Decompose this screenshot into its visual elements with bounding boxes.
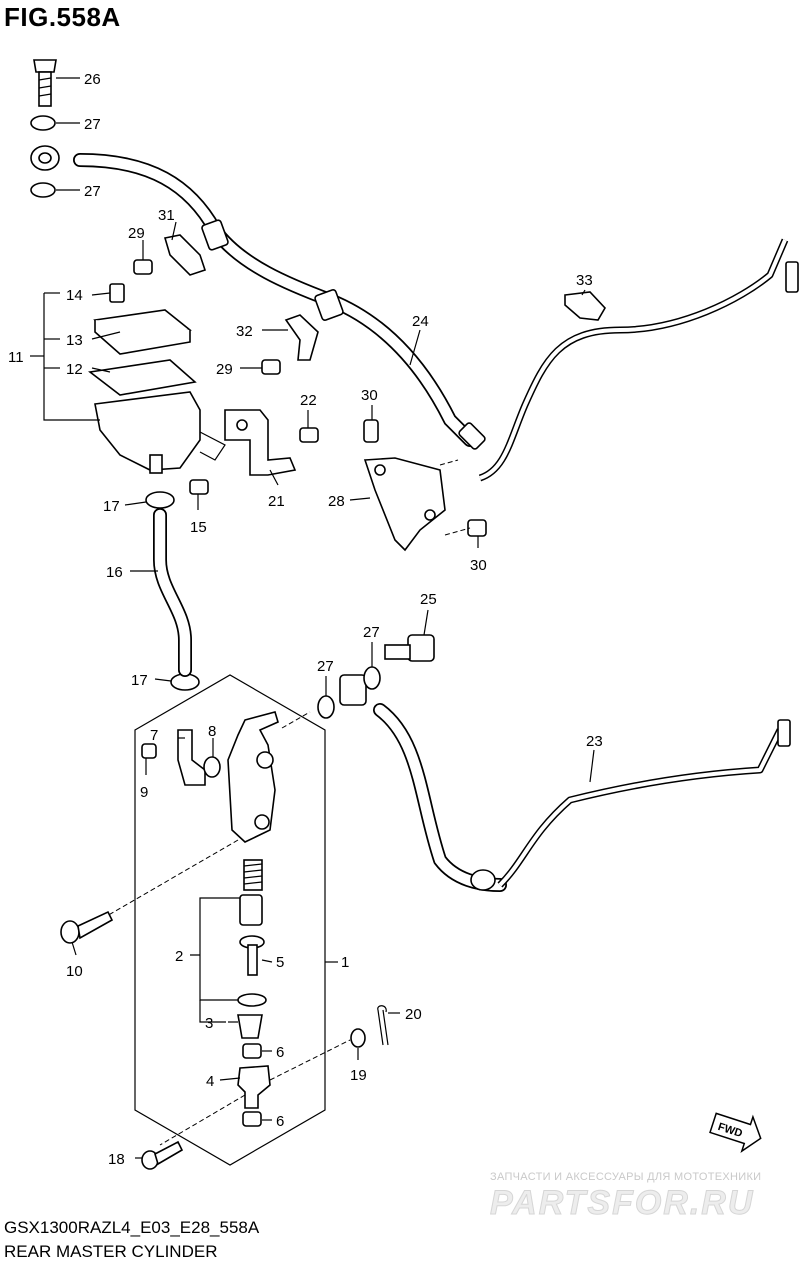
piston-kit-2-icon — [239, 859, 263, 926]
callout-18: 18 — [108, 1151, 125, 1168]
bolt-29-icon — [133, 259, 153, 275]
cotter-pin-20-icon — [377, 1005, 389, 1046]
washer-27-icon — [30, 115, 56, 131]
callout-11: 11 — [8, 349, 24, 366]
callout-9: 9 — [140, 784, 148, 801]
brake-pipe-upper — [478, 238, 799, 482]
washer-27c-icon — [317, 695, 335, 719]
callout-5: 5 — [276, 954, 284, 971]
banjo-bolt-25-icon — [384, 634, 435, 662]
callout-31: 31 — [158, 207, 175, 224]
callout-19: 19 — [350, 1067, 367, 1084]
callout-10: 10 — [66, 963, 83, 980]
circlip-icon — [237, 993, 267, 1007]
callout-6a: 6 — [276, 1044, 284, 1061]
callout-17b: 17 — [131, 672, 148, 689]
clamp-31-icon — [163, 234, 207, 276]
brake-hose-upper — [30, 145, 486, 450]
callout-24: 24 — [412, 313, 429, 330]
callout-29a: 29 — [128, 225, 145, 242]
pin-18-icon — [141, 1140, 184, 1170]
callout-28: 28 — [328, 493, 345, 510]
callout-30a: 30 — [361, 387, 378, 404]
callout-26: 26 — [84, 71, 101, 88]
screw-9-icon — [141, 743, 157, 759]
callout-27c: 27 — [363, 624, 380, 641]
clamp-32-icon — [284, 314, 319, 361]
callout-14: 14 — [66, 287, 83, 304]
watermark-tagline: ЗАПЧАСТИ И АКСЕССУАРЫ ДЛЯ МОТОТЕХНИКИ — [490, 1171, 762, 1183]
callout-16: 16 — [106, 564, 123, 581]
pushrod-5-icon — [239, 935, 265, 976]
washer-27b-icon — [30, 182, 56, 198]
washer-27d-icon — [363, 666, 381, 690]
callout-27d: 27 — [317, 658, 334, 675]
callout-22: 22 — [300, 392, 317, 409]
callout-2: 2 — [175, 948, 183, 965]
callout-4: 4 — [206, 1073, 214, 1090]
callout-13: 13 — [66, 332, 83, 349]
clamp-33-icon — [564, 291, 606, 321]
o-ring-8-icon — [203, 756, 221, 778]
callout-7: 7 — [150, 727, 158, 744]
clevis-4-icon — [237, 1065, 271, 1109]
assembly-box-1 — [134, 674, 326, 1166]
callout-1: 1 — [341, 954, 349, 971]
callout-27b: 27 — [84, 183, 101, 200]
fitting-7-icon — [177, 729, 206, 786]
callout-23: 23 — [586, 733, 603, 750]
bolt-30b-icon — [467, 519, 487, 537]
washer-19-icon — [350, 1028, 366, 1048]
callout-27a: 27 — [84, 116, 101, 133]
callout-33: 33 — [576, 272, 593, 289]
callout-6b: 6 — [276, 1113, 284, 1130]
callout-8: 8 — [208, 723, 216, 740]
callout-32: 32 — [236, 323, 253, 340]
bolt-10-icon — [60, 910, 114, 944]
brake-hose-lower — [339, 674, 791, 892]
reservoir-assembly-icon — [88, 309, 226, 474]
callout-3: 3 — [205, 1015, 213, 1032]
callout-20: 20 — [405, 1006, 422, 1023]
callout-25: 25 — [420, 591, 437, 608]
callout-29b: 29 — [216, 361, 233, 378]
clamp-17-icon — [145, 491, 175, 509]
leader-lines — [30, 77, 595, 1159]
bolt-30-icon — [363, 419, 379, 443]
fwd-arrow-icon: FWD — [709, 1112, 762, 1153]
screw-14-icon — [109, 283, 125, 303]
bracket-21-icon — [224, 409, 297, 476]
callout-17a: 17 — [103, 498, 120, 515]
nut-6b-icon — [242, 1111, 262, 1127]
diagram-name: REAR MASTER CYLINDER — [4, 1242, 218, 1261]
bolt-26-icon — [33, 59, 57, 107]
reservoir-hose-16-icon — [153, 508, 192, 677]
bolt-22-icon — [299, 427, 319, 443]
nut-6-icon — [242, 1043, 262, 1059]
callout-12: 12 — [66, 361, 83, 378]
diagram-code: GSX1300RAZL4_E03_E28_558A — [4, 1218, 260, 1237]
callout-labels: 26 27 27 31 29 14 13 12 11 32 29 24 22 2… — [8, 71, 603, 1168]
boot-3-icon — [237, 1014, 263, 1039]
figure-title: FIG.558A — [4, 2, 121, 32]
callout-30b: 30 — [470, 557, 487, 574]
bolt-15-icon — [189, 479, 209, 495]
callout-21: 21 — [268, 493, 285, 510]
master-cylinder-body-icon — [227, 711, 279, 843]
callout-15: 15 — [190, 519, 207, 536]
bolt-29b-icon — [261, 359, 281, 375]
bracket-28-icon — [363, 457, 446, 552]
watermark-logo: PARTSFOR.RU — [489, 1184, 755, 1223]
